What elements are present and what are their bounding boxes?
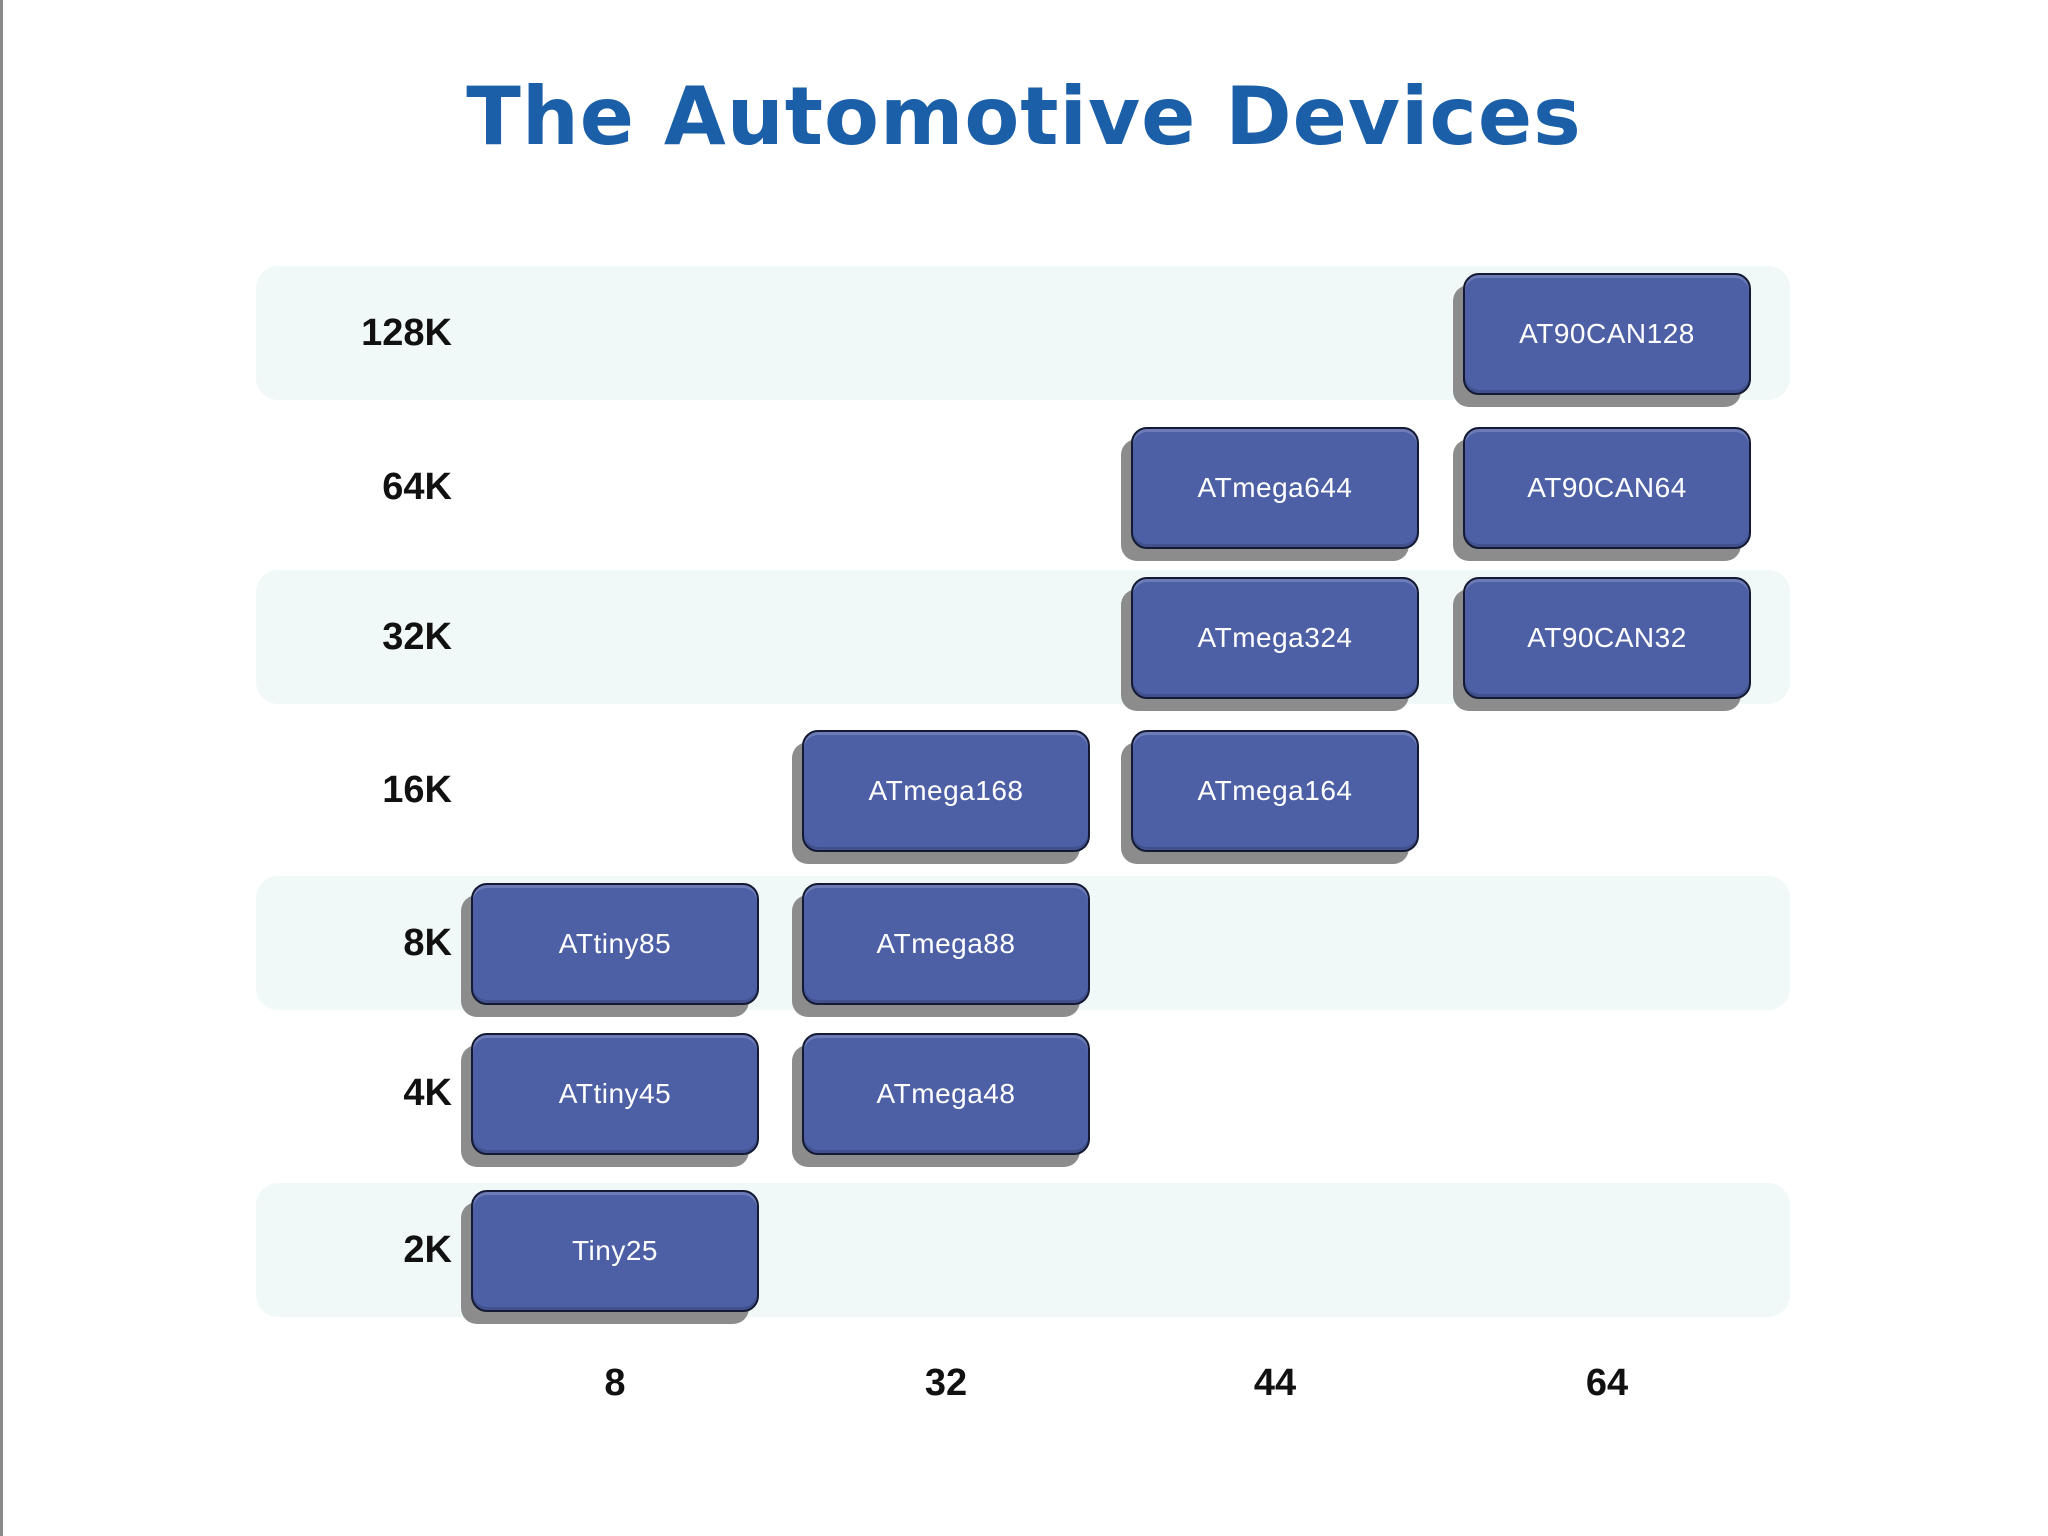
device-chip-atmega644: ATmega644 (1131, 427, 1419, 549)
device-chip-at90can128: AT90CAN128 (1463, 273, 1751, 395)
column-label-64: 64 (1585, 1362, 1629, 1404)
column-label-32: 32 (924, 1362, 968, 1404)
device-chip-at90can32: AT90CAN32 (1463, 577, 1751, 699)
device-chip-atmega164: ATmega164 (1131, 730, 1419, 852)
device-chip-atmega168: ATmega168 (802, 730, 1090, 852)
column-label-44: 44 (1253, 1362, 1297, 1404)
device-chip-attiny85: ATtiny85 (471, 883, 759, 1005)
page-left-border (0, 0, 3, 1536)
row-label-2k: 2K (403, 1229, 452, 1271)
device-chip-attiny45: ATtiny45 (471, 1033, 759, 1155)
device-chip-atmega88: ATmega88 (802, 883, 1090, 1005)
row-label-16k: 16K (382, 769, 452, 811)
device-chip-at90can64: AT90CAN64 (1463, 427, 1751, 549)
row-label-4k: 4K (403, 1072, 452, 1114)
device-chip-atmega324: ATmega324 (1131, 577, 1419, 699)
diagram-title: The Automotive Devices (466, 70, 1582, 163)
row-label-64k: 64K (382, 466, 452, 508)
column-label-8: 8 (604, 1362, 626, 1404)
device-chip-atmega48: ATmega48 (802, 1033, 1090, 1155)
row-label-32k: 32K (382, 616, 452, 658)
row-label-8k: 8K (403, 922, 452, 964)
row-label-128k: 128K (361, 312, 452, 354)
device-chip-tiny25: Tiny25 (471, 1190, 759, 1312)
